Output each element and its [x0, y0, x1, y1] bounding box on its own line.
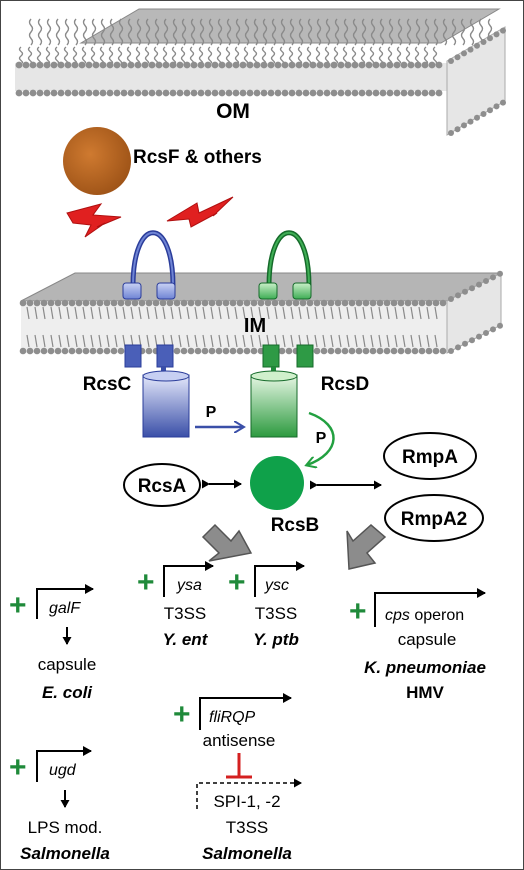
activation-plus-icon: + — [173, 698, 191, 731]
ysc-gene: ysc — [264, 577, 289, 594]
promoter-arrow-icon — [374, 588, 486, 627]
rmpa2-label: RmpA2 — [401, 509, 468, 530]
target-ugd: + ugd LPS mod. Salmonella — [9, 746, 110, 863]
repressed-promoter-arrow-icon — [196, 778, 302, 809]
ysc-product: T3SS — [255, 604, 298, 623]
activation-plus-icon: + — [9, 589, 27, 622]
im-label: IM — [244, 315, 266, 337]
rcsd-protein — [250, 230, 314, 438]
cps-gene-suffix: operon — [410, 607, 464, 624]
promoter-arrow-icon — [36, 584, 94, 619]
gray-arrow-left — [201, 523, 253, 562]
ysa-organism: Y. ent — [163, 630, 209, 649]
cps-product: capsule — [398, 630, 457, 649]
ysa-product: T3SS — [164, 604, 207, 623]
galf-organism: E. coli — [42, 683, 93, 702]
cps-gene-line: cps operon — [385, 607, 464, 624]
rcsc-protein — [122, 230, 190, 438]
target-galf: + galF capsule E. coli — [9, 584, 97, 702]
target-cps: + cps operon capsule K. pneumoniae HMV — [349, 588, 486, 702]
phosphotransfer-arrow-2 — [307, 411, 335, 465]
rcsf-protein — [63, 127, 131, 195]
om-label: OM — [216, 100, 250, 123]
ugd-product: LPS mod. — [28, 818, 103, 837]
activation-plus-icon: + — [137, 566, 155, 599]
flirqp-gene: fliRQP — [209, 709, 256, 726]
gray-arrow-right — [346, 524, 387, 570]
galf-product: capsule — [38, 655, 97, 674]
rcsf-label: RcsF & others — [133, 147, 262, 168]
phosphate-label-1: P — [206, 404, 217, 421]
flirqp-organism: Salmonella — [202, 844, 292, 863]
rcsb-protein — [250, 456, 304, 510]
promoter-arrow-icon — [163, 561, 214, 597]
repressed-product: T3SS — [226, 818, 269, 837]
cps-gene: cps — [385, 607, 410, 624]
rcsb-label: RcsB — [271, 515, 320, 536]
activation-plus-icon: + — [349, 595, 367, 628]
promoter-arrow-icon — [36, 746, 92, 782]
galf-gene: galF — [49, 600, 81, 617]
ysc-organism: Y. ptb — [253, 630, 299, 649]
rcsa-label: RcsA — [138, 476, 187, 497]
lightning-icon — [166, 196, 234, 228]
target-ysc: + ysc T3SS Y. ptb — [228, 561, 305, 649]
promoter-arrow-icon — [199, 693, 292, 730]
rmpa-protein — [383, 432, 477, 480]
repressed-genes: SPI-1, -2 — [213, 792, 280, 811]
rcsa-protein — [123, 463, 201, 507]
ysa-gene: ysa — [176, 577, 202, 594]
flirqp-antisense: antisense — [203, 731, 276, 750]
activation-plus-icon: + — [228, 566, 246, 599]
ugd-organism: Salmonella — [20, 844, 110, 863]
rcsc-label: RcsC — [83, 374, 132, 395]
rmpa2-protein — [384, 494, 484, 542]
cps-organism: K. pneumoniae — [364, 658, 486, 677]
target-flirqp: + fliRQP antisense SPI-1, -2 T3SS Salmon… — [173, 693, 302, 863]
ugd-gene: ugd — [49, 762, 77, 779]
promoter-arrow-icon — [254, 561, 305, 597]
rmpa-label: RmpA — [402, 447, 458, 468]
outer-membrane — [15, 8, 506, 136]
cps-phenotype: HMV — [406, 683, 444, 702]
phosphate-label-2: P — [316, 430, 327, 447]
activation-plus-icon: + — [9, 751, 27, 784]
rcsd-label: RcsD — [321, 374, 370, 395]
target-ysa: + ysa T3SS Y. ent — [137, 561, 214, 649]
lightning-icon — [66, 203, 122, 238]
